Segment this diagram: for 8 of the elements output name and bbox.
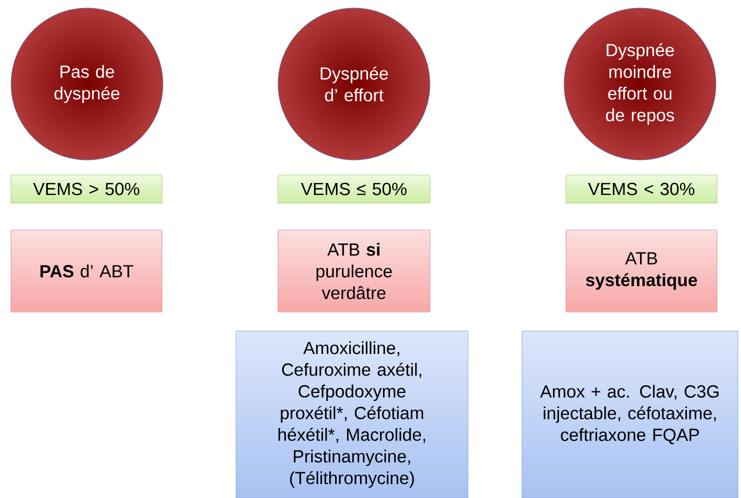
threshold-box: VEMS > 50% bbox=[10, 174, 162, 204]
action-box: ATB systématique bbox=[566, 230, 718, 312]
threshold-box: VEMS < 30% bbox=[566, 174, 718, 204]
drug-list-box: Amox + ac. Clav, C3G injectable, céfotaxime, ceftriaxone FQAP bbox=[522, 330, 738, 498]
threshold-box: VEMS ≤ 50% bbox=[278, 174, 430, 204]
drug-list-box: Amoxicilline, Cefuroxime axétil, Cefpodoxyme proxétil*, Céfotiam héxétil*, Macrolide, Pristinamycine, (Télithromycine) bbox=[236, 330, 468, 498]
action-box: PAS d’ ABT bbox=[10, 230, 162, 312]
action-box: ATB si purulence verdâtre bbox=[278, 230, 430, 312]
